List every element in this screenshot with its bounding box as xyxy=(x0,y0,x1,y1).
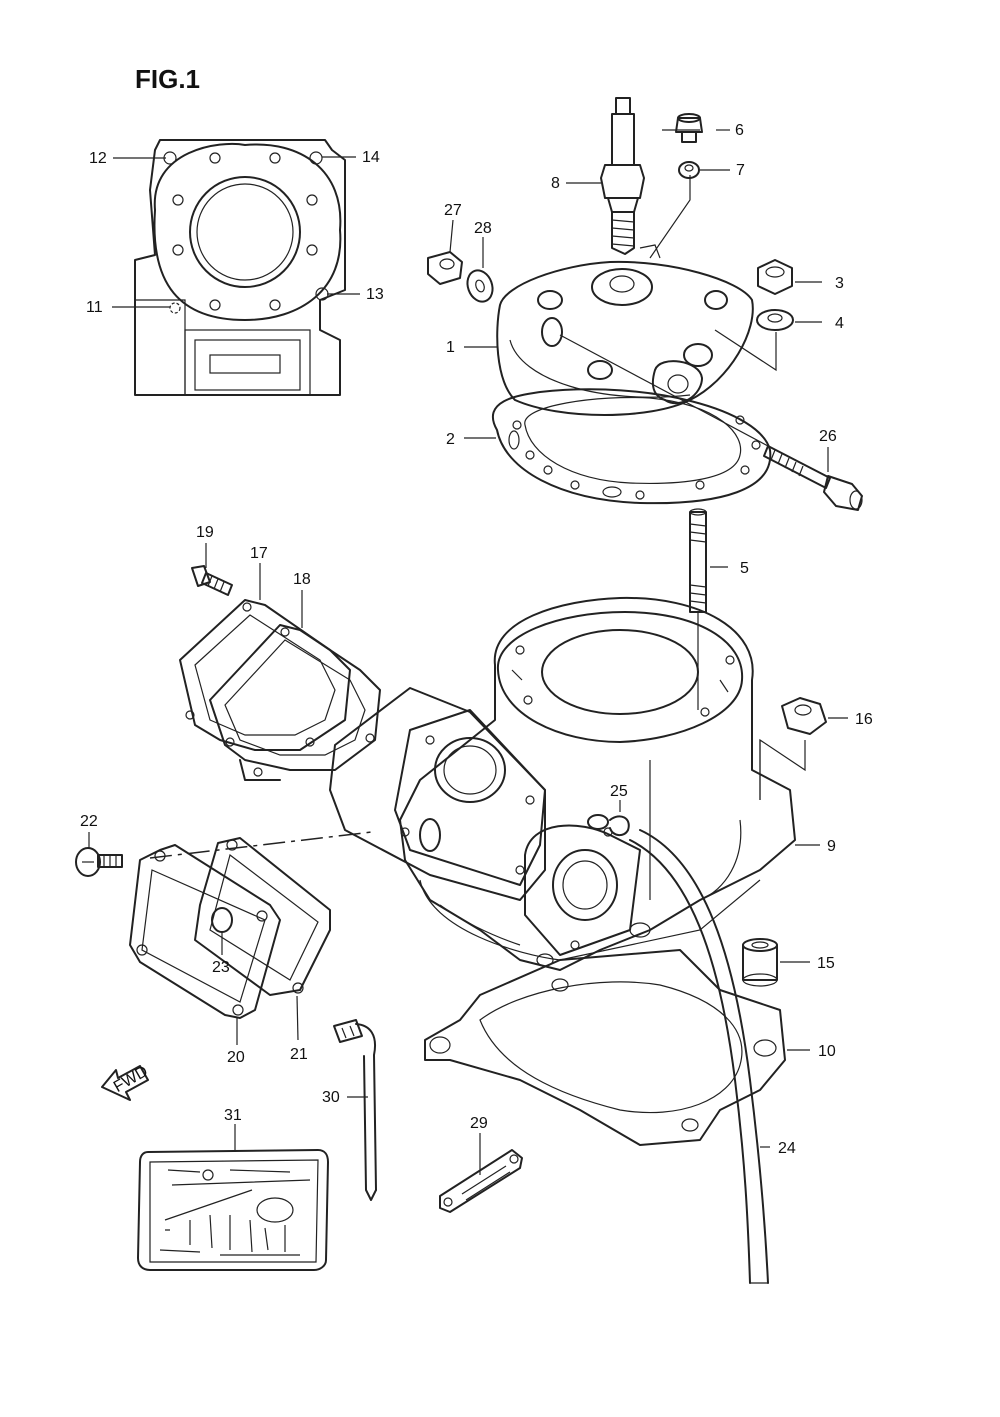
hose-24 xyxy=(629,829,769,1284)
callout-31: 31 xyxy=(224,1107,242,1124)
callout-14: 14 xyxy=(362,149,380,166)
cylinder xyxy=(329,596,796,971)
bolt-26 xyxy=(763,445,863,511)
figure-title: FIG.1 xyxy=(135,64,200,94)
dowel-15 xyxy=(742,938,778,987)
callout-15: 15 xyxy=(817,955,835,972)
callout-30: 30 xyxy=(322,1089,340,1106)
washer-7 xyxy=(678,161,700,179)
callout-10: 10 xyxy=(818,1043,836,1060)
fwd-arrow: FWD xyxy=(101,1063,151,1101)
bolt-6 xyxy=(675,113,703,143)
cylinder-head xyxy=(496,244,754,416)
stud-5 xyxy=(689,508,707,613)
callout-22: 22 xyxy=(80,813,98,830)
callout-18: 18 xyxy=(293,571,311,588)
nut-3 xyxy=(757,259,793,295)
callout-16: 16 xyxy=(855,711,873,728)
callout-28: 28 xyxy=(474,220,492,237)
leader-lines xyxy=(88,129,848,1175)
callout-11: 11 xyxy=(86,299,103,316)
nut-27 xyxy=(427,251,463,285)
spark-plug xyxy=(600,97,645,255)
gasket-17 xyxy=(179,599,351,751)
callout-21: 21 xyxy=(290,1046,308,1063)
callout-3: 3 xyxy=(835,275,844,292)
callout-9: 9 xyxy=(827,838,836,855)
bolt-19 xyxy=(191,565,233,596)
fwd-arrow-label: FWD xyxy=(111,1063,151,1096)
callout-24: 24 xyxy=(778,1140,796,1157)
callout-17: 17 xyxy=(250,545,268,562)
callout-27: 27 xyxy=(444,202,462,219)
callout-20: 20 xyxy=(227,1049,245,1066)
cover-20 xyxy=(129,844,281,1019)
callout-29: 29 xyxy=(470,1115,488,1132)
base-gasket xyxy=(424,949,786,1146)
clamp-25 xyxy=(587,814,630,836)
callout-12: 12 xyxy=(89,150,107,167)
callout-1: 1 xyxy=(446,339,455,356)
washer-4 xyxy=(756,309,794,331)
caution-label-31 xyxy=(137,1149,329,1271)
callout-13: 13 xyxy=(366,286,384,303)
cable-tie-30 xyxy=(333,1019,377,1201)
callout-7: 7 xyxy=(736,162,745,179)
callout-6: 6 xyxy=(735,122,744,139)
bolt-22 xyxy=(75,847,123,877)
head-gasket xyxy=(492,388,772,505)
callout-25: 25 xyxy=(610,783,628,800)
callout-5: 5 xyxy=(740,560,749,577)
washer-28 xyxy=(466,269,494,303)
callout-numbers: 12 14 11 13 6 7 8 27 28 3 4 1 2 26 5 16 … xyxy=(80,122,873,1157)
callout-4: 4 xyxy=(835,315,844,332)
clamp-29 xyxy=(439,1149,523,1213)
callout-8: 8 xyxy=(551,175,560,192)
gasket-21 xyxy=(194,837,331,996)
inset-cylinder-view xyxy=(134,139,346,396)
gasket-18 xyxy=(209,624,381,781)
callout-26: 26 xyxy=(819,428,837,445)
nut-16 xyxy=(781,697,827,735)
callout-23: 23 xyxy=(212,959,230,976)
callout-19: 19 xyxy=(196,524,214,541)
callout-2: 2 xyxy=(446,431,455,448)
